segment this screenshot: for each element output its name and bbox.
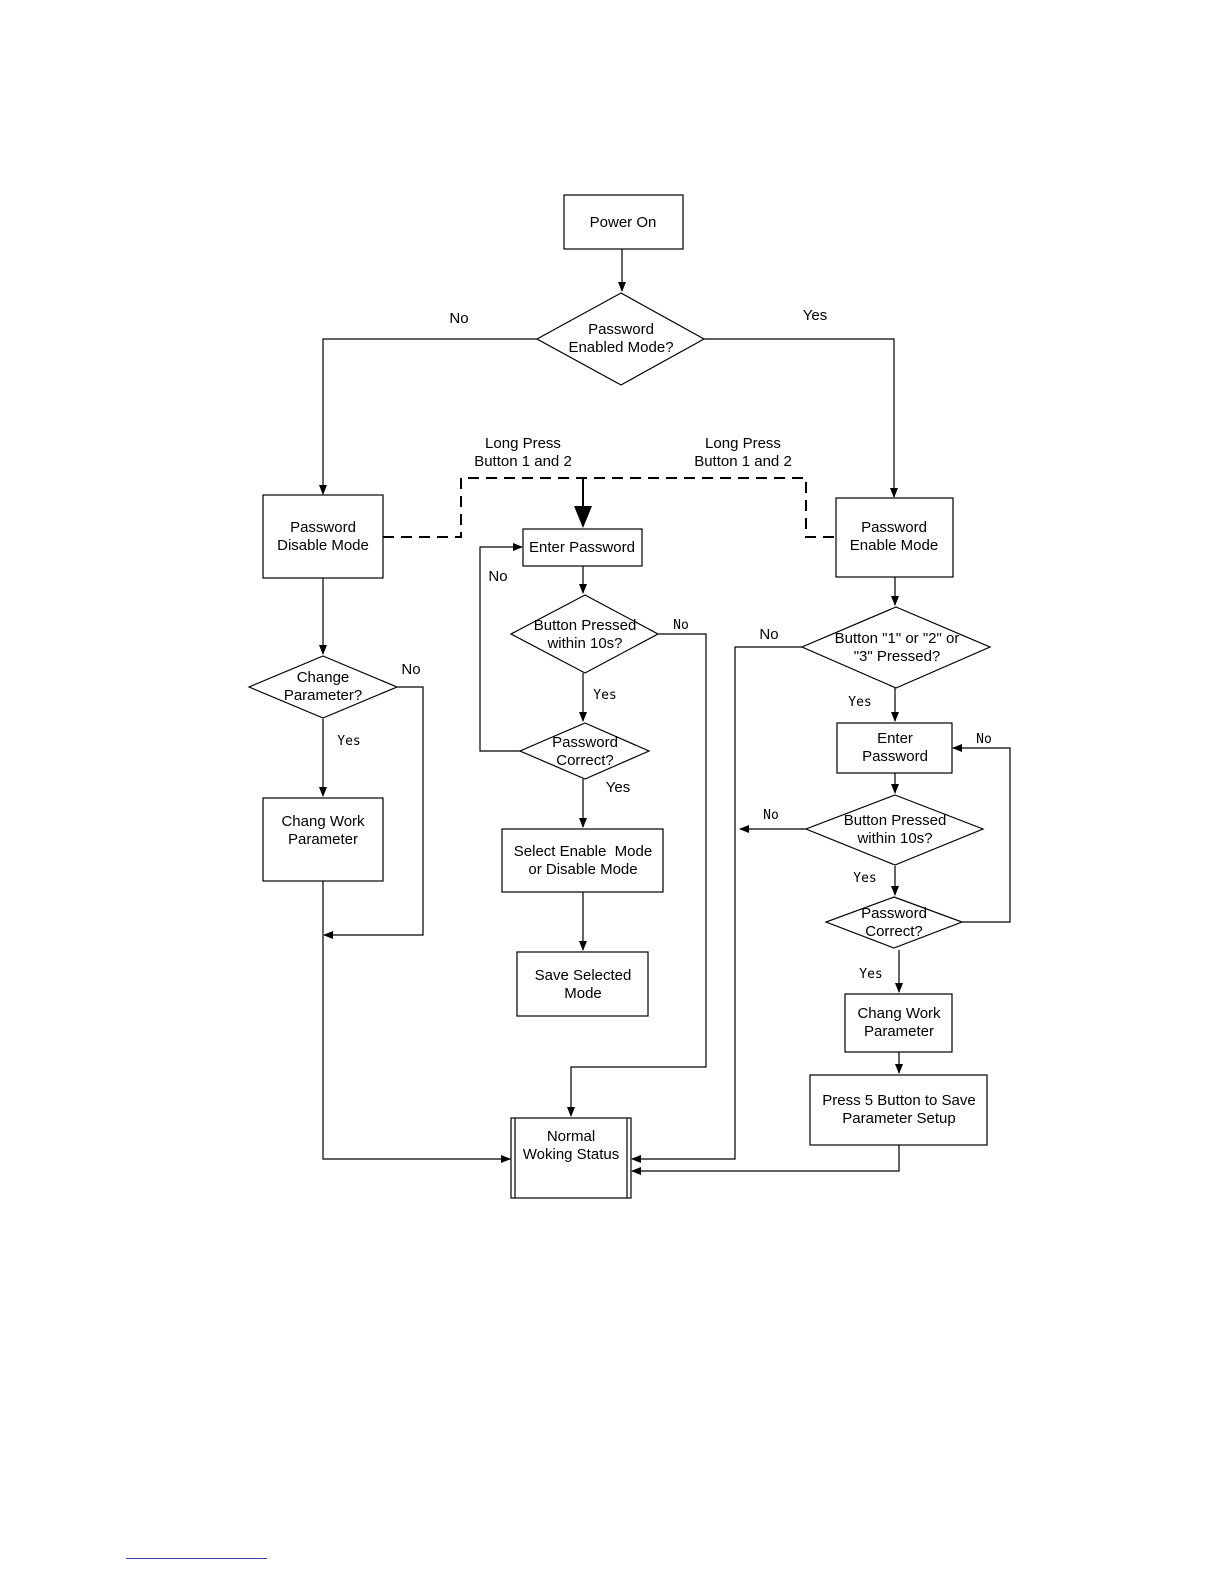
- label-top-yes: Yes: [803, 307, 827, 324]
- change-parameter-line1: Change: [297, 669, 350, 686]
- edge-decision-no: [319, 338, 537, 495]
- password-correct-right-line2: Correct?: [865, 923, 923, 940]
- chang-work-left-line1: Chang Work: [281, 813, 365, 830]
- edge-left-to-normal: [322, 881, 511, 1163]
- label-long-press-left-line1: Long Press: [485, 435, 561, 452]
- chang-work-left-line2: Parameter: [288, 831, 358, 848]
- password-disable-mode-box: Password Disable Mode: [262, 494, 384, 579]
- edge-long-press-dashed: [383, 477, 836, 538]
- label-right-button-yes: Yes: [853, 871, 876, 886]
- button-pressed-center-decision: Button Pressed within 10s?: [509, 594, 660, 674]
- label-right-enter-no: No: [976, 732, 992, 747]
- button-123-line2: "3" Pressed?: [854, 648, 941, 665]
- button-pressed-right-line1: Button Pressed: [844, 812, 947, 829]
- power-on-box: Power On: [563, 194, 684, 250]
- edge-right-correct-no: [952, 744, 1011, 923]
- change-parameter-decision: Change Parameter?: [247, 655, 399, 719]
- save-selected-line2: Mode: [564, 985, 602, 1002]
- label-right-correct-yes: Yes: [859, 967, 882, 982]
- normal-status-line1: Normal: [547, 1128, 595, 1145]
- select-mode-box: Select Enable Mode or Disable Mode: [501, 828, 664, 893]
- label-center-loop-no: No: [488, 568, 507, 585]
- label-left-change-yes: Yes: [337, 734, 360, 749]
- decision-label-line1: Password: [588, 321, 654, 338]
- label-long-press-right-line2: Button 1 and 2: [694, 453, 792, 470]
- edge-center-button-no: [567, 633, 707, 1117]
- press-5-line2: Parameter Setup: [842, 1110, 955, 1127]
- disable-mode-label-line1: Password: [290, 519, 356, 536]
- nodes: Power On Password Enabled Mode? Password…: [247, 194, 992, 1199]
- password-correct-right-line1: Password: [861, 905, 927, 922]
- button-123-decision: Button "1" or "2" or "3" Pressed?: [800, 606, 992, 689]
- edge-center-correct-no: [479, 543, 523, 752]
- enter-password-right-line2: Password: [862, 748, 928, 765]
- password-enable-mode-box: Password Enable Mode: [835, 497, 954, 578]
- enter-password-center-box: Enter Password: [522, 528, 643, 567]
- password-enabled-mode-decision: Password Enabled Mode?: [535, 292, 706, 386]
- decision-label-line2: Enabled Mode?: [568, 339, 673, 356]
- enter-password-right-line1: Enter: [877, 730, 913, 747]
- password-correct-center-line1: Password: [552, 734, 618, 751]
- label-center-button-yes: Yes: [593, 688, 616, 703]
- button-pressed-center-line2: within 10s?: [546, 635, 622, 652]
- enable-mode-label-line2: Enable Mode: [850, 537, 938, 554]
- label-right-button123-yes: Yes: [848, 695, 871, 710]
- label-long-press-left-line2: Button 1 and 2: [474, 453, 572, 470]
- button-pressed-right-line2: within 10s?: [856, 830, 932, 847]
- password-correct-center-decision: Password Correct?: [518, 722, 651, 780]
- edge-decision-yes: [704, 338, 898, 498]
- select-mode-line2: or Disable Mode: [528, 861, 637, 878]
- password-correct-right-decision: Password Correct?: [824, 896, 964, 949]
- footnote-separator-line: [126, 1558, 267, 1559]
- label-top-no: No: [449, 310, 468, 327]
- power-on-label: Power On: [590, 214, 657, 231]
- enter-password-right-box: Enter Password: [836, 722, 953, 774]
- button-123-line1: Button "1" or "2" or: [835, 630, 960, 647]
- edge-button123-no: [631, 646, 802, 1163]
- chang-work-right-line1: Chang Work: [857, 1005, 941, 1022]
- disable-mode-label-line2: Disable Mode: [277, 537, 369, 554]
- label-right-button-no: No: [763, 808, 779, 823]
- label-center-button-no: No: [673, 618, 689, 633]
- edge-labels: No Yes Long Press Button 1 and 2 Long Pr…: [337, 307, 992, 982]
- normal-working-status-box: Normal Woking Status: [510, 1117, 632, 1199]
- connectors: [319, 249, 1011, 1175]
- button-pressed-right-decision: Button Pressed within 10s?: [804, 794, 985, 866]
- chang-work-right-line2: Parameter: [864, 1023, 934, 1040]
- press-5-button-box: Press 5 Button to Save Parameter Setup: [809, 1074, 988, 1146]
- label-center-correct-yes: Yes: [606, 779, 630, 796]
- label-right-button123-no: No: [759, 626, 778, 643]
- label-left-change-no: No: [401, 661, 420, 678]
- label-long-press-right-line1: Long Press: [705, 435, 781, 452]
- select-mode-line1: Select Enable Mode: [514, 843, 652, 860]
- change-parameter-line2: Parameter?: [284, 687, 362, 704]
- save-selected-line1: Save Selected: [535, 967, 632, 984]
- enable-mode-label-line1: Password: [861, 519, 927, 536]
- button-pressed-center-line1: Button Pressed: [534, 617, 637, 634]
- normal-status-line2: Woking Status: [523, 1146, 619, 1163]
- chang-work-left-box: Chang Work Parameter: [262, 797, 384, 882]
- save-selected-mode-box: Save Selected Mode: [516, 951, 649, 1017]
- password-correct-center-line2: Correct?: [556, 752, 614, 769]
- chang-work-right-box: Chang Work Parameter: [844, 993, 953, 1053]
- press-5-line1: Press 5 Button to Save: [822, 1092, 975, 1109]
- edge-change-no: [323, 686, 424, 939]
- edge-press5-to-normal: [631, 1145, 900, 1175]
- enter-password-center-label: Enter Password: [529, 539, 635, 556]
